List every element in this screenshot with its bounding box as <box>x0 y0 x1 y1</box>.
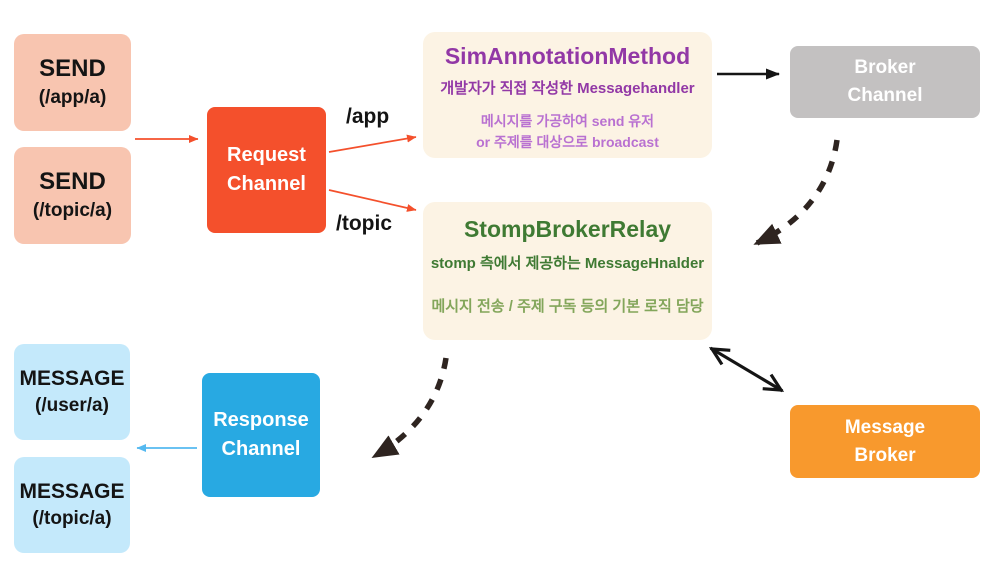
stomp-broker-relay-subtitle: stomp 측에서 제공하는 MessageHnalder <box>430 254 705 272</box>
arrow-request-channel-to-stomp-relay <box>328 189 417 212</box>
request-channel-label-line2: Channel <box>227 173 306 195</box>
sim-annotation-method-node: SimAnnotationMethod 개발자가 직접 작성한 Messageh… <box>423 32 712 158</box>
message-user-title: MESSAGE <box>19 366 125 390</box>
message-broker-node: Message Broker <box>790 405 980 478</box>
stomp-broker-relay-node: StompBrokerRelay stomp 측에서 제공하는 MessageH… <box>423 202 712 340</box>
broker-channel-label-line2: Channel <box>847 85 923 106</box>
message-broker-label-line2: Broker <box>854 444 916 466</box>
route-label-app: /app <box>346 105 390 128</box>
stomp-broker-relay-description: 메시지 전송 / 주제 구독 등의 기본 로직 담당 <box>431 298 704 316</box>
dashed-arrow-stomp-relay-to-response-channel <box>371 357 449 459</box>
response-channel-node: Response Channel <box>202 373 320 497</box>
broker-channel-label-line1: Broker <box>854 57 916 79</box>
sim-annotation-method-description: 메시지를 가공하여 send 유저 or 주제를 대상으로 broadcast <box>476 113 659 151</box>
request-channel-node: Request Channel <box>207 107 326 233</box>
message-user-destination: (/user/a) <box>35 394 109 416</box>
route-label-topic: /topic <box>336 212 392 235</box>
sim-annotation-method-title: SimAnnotationMethod <box>444 43 691 69</box>
message-topic-node: MESSAGE (/topic/a) <box>14 457 130 553</box>
message-topic-destination: (/topic/a) <box>32 507 112 529</box>
message-user-node: MESSAGE (/user/a) <box>14 344 130 440</box>
send-topic-destination: (/topic/a) <box>32 199 113 221</box>
send-app-node: SEND (/app/a) <box>14 34 131 131</box>
response-channel-label-line1: Response <box>213 409 309 431</box>
message-topic-title: MESSAGE <box>19 479 125 503</box>
send-app-destination: (/app/a) <box>38 86 107 108</box>
dashed-arrow-broker-channel-to-stomp-relay <box>753 139 840 246</box>
arrow-request-channel-to-sim-annotation <box>328 134 417 153</box>
sim-annotation-method-subtitle: 개발자가 직접 작성한 Messagehandler <box>440 79 695 97</box>
double-arrow-stomp-relay-message-broker <box>708 346 785 393</box>
message-broker-label-line1: Message <box>844 416 926 438</box>
send-topic-node: SEND (/topic/a) <box>14 147 131 244</box>
send-app-title: SEND <box>39 55 106 83</box>
send-topic-title: SEND <box>39 168 106 196</box>
request-channel-label-line1: Request <box>227 144 306 166</box>
response-channel-label-line2: Channel <box>221 438 301 460</box>
broker-channel-node: Broker Channel <box>790 46 980 118</box>
stomp-broker-relay-title: StompBrokerRelay <box>463 216 672 242</box>
